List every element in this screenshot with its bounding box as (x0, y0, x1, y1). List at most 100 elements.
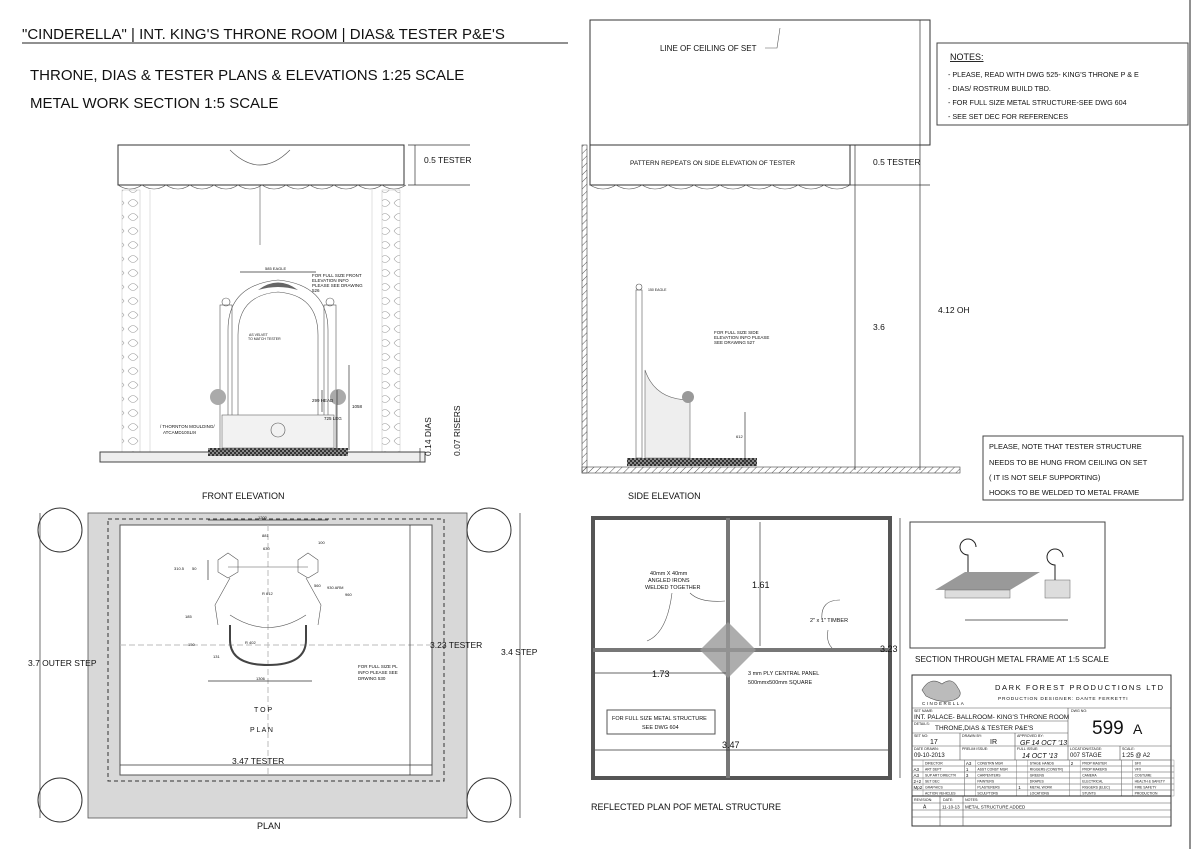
note-item: - FOR FULL SIZE METAL STRUCTURE-SEE DWG … (948, 98, 1127, 107)
side-valance-scallop (589, 184, 851, 190)
section-timber (1044, 579, 1071, 599)
front-note: FOR FULL SIZE FRONT ELEVATION INFO PLEAS… (312, 273, 363, 293)
head-dim: 299 HEAD (312, 398, 334, 403)
top-plan-label: T O P (254, 707, 272, 714)
tester-note-box: PLEASE, NOTE THAT TESTER STRUCTURE NEEDS… (982, 435, 1184, 501)
distribution-label: PLASTERERS (977, 786, 1000, 790)
revision-header: REVISION: (914, 798, 932, 802)
height-dim: 3.23 (880, 644, 898, 654)
timber-leader (821, 599, 841, 649)
moulding-note: ATCAMD10SL9I (163, 430, 196, 435)
throne-plan-drawing (207, 519, 328, 682)
drawing-subtitle-scale: THRONE, DIAS & TESTER PLANS & ELEVATIONS… (30, 67, 464, 84)
note-item: - SEE SET DEC FOR REFERENCES (948, 112, 1068, 121)
plan-dim: 881 (262, 533, 269, 538)
half-height-dim: 1.61 (752, 580, 770, 590)
revision-notes-header: NOTES: (965, 798, 978, 802)
details: THRONE,DIAS & TESTER P&E'S (935, 725, 1034, 732)
throne-front-drawing (210, 279, 346, 451)
dwg-revision: A (1133, 721, 1143, 737)
box-note-line: FOR FULL SIZE METAL STRUCTURE (612, 716, 707, 722)
side-note-line: ELEVATION INFO PLEASE (714, 335, 769, 340)
plan-dim: 100 (318, 540, 325, 545)
tester-width-dim: 3.47 TESTER (232, 756, 284, 766)
front-elevation: 585 EAGLE FOR FULL SIZE FRONT ELEVATION … (99, 144, 472, 501)
panel-note-line: 500mmx500mm SQUARE (748, 680, 813, 686)
plan-dim: 1200 (258, 515, 268, 520)
distribution-label: RIGGERS (ELEC) (1082, 786, 1110, 790)
distribution-mark: 2 (1071, 761, 1074, 766)
hook-icon (1046, 548, 1064, 580)
distribution-label: STAGE HANDS (1030, 762, 1055, 766)
distribution-label: SCULPTORS (977, 792, 998, 796)
plan-dim: 185 (185, 614, 192, 619)
distribution-mark: 1 (966, 767, 969, 772)
curtain-left (121, 189, 141, 456)
logo-text: CINDERELLA (922, 701, 965, 706)
corner-post (37, 777, 83, 823)
plan-note-line: INFO PLEASE SEE (358, 670, 398, 675)
notes-heading: NOTES: (950, 52, 984, 62)
front-note-line: ELEVATION INFO (312, 278, 349, 283)
location-label: LOCATION/STAGE: (1070, 747, 1102, 751)
tester-note-line: NEEDS TO BE HUNG FROM CEILING ON SET (989, 458, 1148, 467)
distribution-label: ASST CONST MGR (977, 768, 1008, 772)
hook-icon (959, 538, 977, 572)
distribution-label: PRODUCTION (1135, 792, 1158, 796)
note-item: - PLEASE, READ WITH DWG 525- KING'S THRO… (948, 70, 1139, 79)
distribution-mark: 2+2 (914, 779, 922, 784)
side-throne-base (627, 458, 757, 466)
corner-post (466, 777, 512, 823)
risers-dim: 0.07 RISERS (452, 405, 462, 456)
plan-dim: R 612 (262, 591, 273, 596)
distribution-label: HEALTH & SAFETY (1135, 780, 1166, 784)
revision-letter: A (923, 805, 927, 811)
revision-note: METAL STRUCTURE ADDED (965, 805, 1026, 810)
distribution-label: CARPENTERS (977, 774, 1001, 778)
distribution-mark: 3 (966, 773, 969, 778)
plan-view: 1200 881 630 310.5 50 100 560 930 ARM 96… (28, 507, 538, 831)
plan-dim: 131 (213, 654, 220, 659)
valance-ornament (229, 149, 291, 245)
plan-dim: 560 (314, 583, 321, 588)
distribution-label: FIRE SAFETY (1135, 786, 1158, 790)
distribution-label: VFX (1135, 768, 1142, 772)
date-drawn-label: DATE DRAWN: (914, 747, 939, 751)
distribution-label: SFX (1135, 762, 1142, 766)
leg-dim: 725 LEG (324, 416, 342, 421)
plan-dim: 630 (263, 546, 270, 551)
distribution-label: METAL WORK (1030, 786, 1053, 790)
dwg-no: 599 (1092, 718, 1124, 739)
notes-box: NOTES: - PLEASE, READ WITH DWG 525- KING… (936, 42, 1189, 126)
corner-post (37, 507, 83, 553)
distribution-label: ELECTRICAL (1082, 780, 1103, 784)
distribution-label: CAMERA (1082, 774, 1097, 778)
scale: 1:25 @ A2 (1122, 753, 1151, 759)
timber-note: 2" x 1" TIMBER (810, 618, 848, 624)
half-width-dim: 1.73 (652, 669, 670, 679)
central-panel (700, 622, 756, 678)
side-height-dim: 3.6 (873, 322, 885, 332)
tester-note-line: PLEASE, NOTE THAT TESTER STRUCTURE (989, 442, 1142, 451)
plan-label: PLAN (257, 821, 281, 831)
velvet-note: AS VELVET (249, 333, 269, 337)
distribution-label: DIRECTOR (925, 762, 943, 766)
reflected-plan: 40mm X 40mm ANGLED IRONS WELDED TOGETHER… (591, 516, 901, 812)
eagle-dim: 585 EAGLE (265, 266, 286, 271)
header: "CINDERELLA" | INT. KING'S THRONE ROOM |… (22, 26, 568, 112)
angle-note-line: 40mm X 40mm (650, 571, 688, 577)
overall-height-dim: 4.12 OH (938, 305, 970, 315)
outer-step-dim: 3.7 OUTER STEP (28, 658, 97, 668)
dwg-no-label: DWG NO: (1071, 709, 1087, 713)
dias-dim: 0.14 DIAS (423, 417, 433, 456)
front-note-line: 526 (312, 288, 320, 293)
metal-frame-section: SECTION THROUGH METAL FRAME AT 1:5 SCALE (909, 521, 1109, 664)
location: 007 STAGE (1070, 753, 1102, 759)
side-elevation-label: SIDE ELEVATION (628, 491, 701, 501)
plan-dim: 930 ARM (327, 585, 343, 590)
top-plan-label: P L A N (250, 727, 273, 734)
section-label: SECTION THROUGH METAL FRAME AT 1:5 SCALE (915, 655, 1109, 664)
